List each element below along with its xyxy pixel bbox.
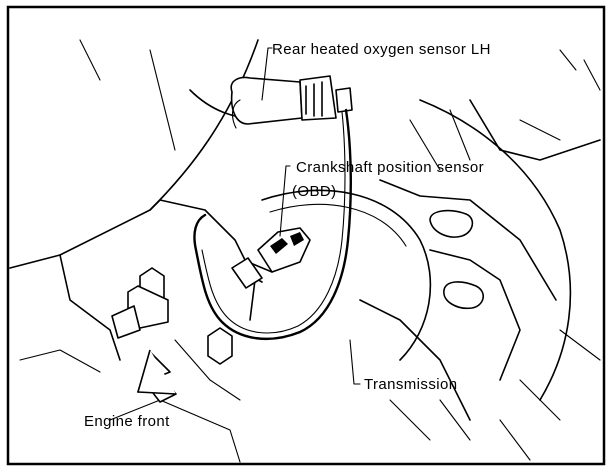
engine-block — [9, 39, 261, 463]
crankshaft-leader-line — [279, 165, 291, 237]
engine-front-arrow — [137, 349, 177, 403]
transmission-label: Transmission — [364, 376, 457, 393]
rear-oxygen-sensor-shape — [230, 75, 353, 129]
crankshaft-sensor-obd-label: (OBD) — [292, 183, 337, 200]
transmission-leader-line — [349, 339, 361, 385]
crankshaft-sensor-shape — [231, 227, 311, 289]
engine-bolts — [111, 267, 233, 365]
flywheel — [261, 189, 432, 361]
transmission-housing — [359, 49, 601, 461]
sensor-harness-wire-inner — [201, 111, 346, 334]
rear-o2-leader-line — [261, 47, 273, 101]
rear-o2-sensor-label: Rear heated oxygen sensor LH — [272, 41, 491, 58]
engine-front-label: Engine front — [84, 413, 170, 430]
figure-frame — [6, 5, 606, 466]
crankshaft-sensor-label: Crankshaft position sensor — [296, 159, 484, 176]
